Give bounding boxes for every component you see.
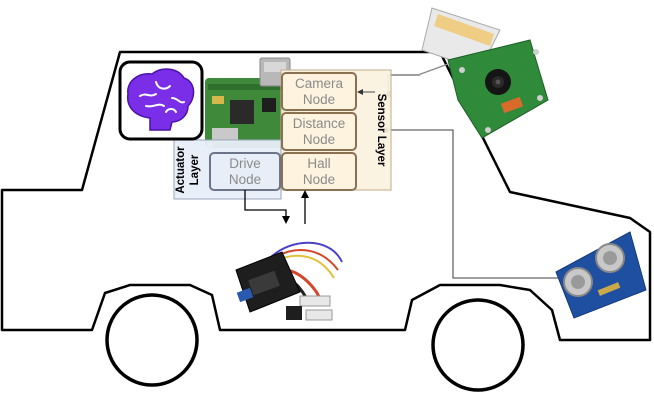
camera-module-icon: [421, 7, 549, 139]
camera-lead: [417, 63, 449, 76]
motor-controller-icon: [235, 241, 343, 321]
raspberry-pi-board-icon: [205, 57, 297, 148]
distance-sensor-wire: [385, 129, 563, 279]
camera-arrow-head: [357, 89, 363, 95]
front-wheel: [431, 298, 525, 392]
hall-node-line2: Node: [303, 172, 335, 187]
actuator-layer-label-line1: Actuator: [175, 146, 187, 194]
hall-arrow-head: [301, 190, 309, 198]
drive-node-line1: Drive: [229, 156, 261, 171]
sensor-layer-label: Sensor Layer: [375, 94, 387, 167]
drive-node: Drive Node: [209, 152, 281, 191]
drive-to-esc-wire: [244, 190, 287, 218]
camera-node-line1: Camera: [295, 76, 344, 91]
camera-node-line2: Node: [303, 92, 335, 107]
actuator-layer-label-line2: Layer: [189, 154, 201, 185]
drive-arrow-head: [282, 216, 290, 224]
distance-node: Distance Node: [281, 112, 357, 151]
camera-node: Camera Node: [281, 72, 357, 111]
hall-node-line1: Hall: [307, 156, 330, 171]
distance-node-line2: Node: [303, 132, 335, 147]
ultrasonic-sensor-icon: [555, 231, 647, 319]
brain-icon: [118, 60, 204, 141]
distance-node-line1: Distance: [293, 116, 346, 131]
drive-node-line2: Node: [229, 172, 261, 187]
hall-node: Hall Node: [281, 152, 357, 191]
rear-wheel: [105, 293, 199, 387]
